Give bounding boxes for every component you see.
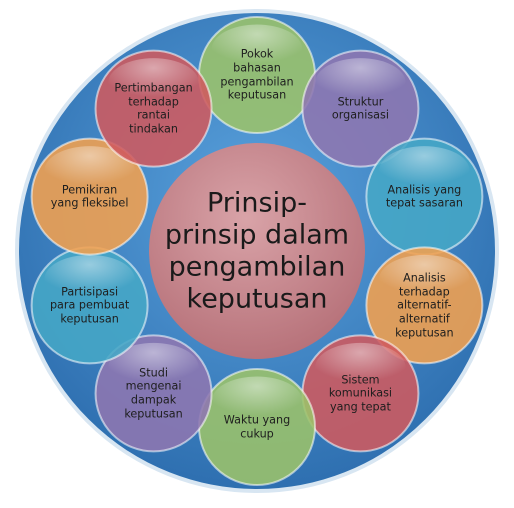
node-gloss: [211, 376, 303, 426]
center-title: Prinsip- prinsip dalam pengambilan keput…: [164, 187, 350, 314]
node-studi-dampak: [94, 334, 213, 453]
node-partisipasi: [30, 246, 149, 365]
node-pemikiran-fleksibel: [30, 137, 149, 256]
node-gloss: [108, 58, 199, 107]
node-gloss: [44, 146, 135, 195]
node-pokok-bahasan: [198, 16, 316, 134]
node-gloss: [211, 24, 303, 74]
node-waktu-cukup: [198, 368, 316, 486]
node-gloss: [315, 58, 406, 107]
node-layer: [30, 16, 484, 486]
node-sistem-komunikasi: [301, 334, 420, 453]
node-gloss: [379, 146, 470, 195]
node-gloss: [44, 254, 135, 304]
node-analisis-tepat-sasaran: [365, 137, 484, 256]
node-analisis-alternatif: [365, 246, 484, 365]
node-pertimbangan-rantai: [94, 49, 213, 168]
node-struktur-organisasi: [301, 49, 420, 168]
node-gloss: [108, 342, 199, 392]
node-gloss: [315, 342, 406, 392]
node-gloss: [379, 254, 470, 304]
center-circle: [149, 143, 365, 359]
